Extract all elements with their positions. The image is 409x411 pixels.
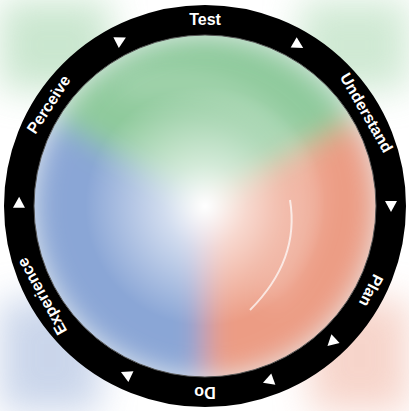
stage-label: Test (189, 11, 221, 29)
cycle-arrowhead (13, 32, 397, 388)
ring (19, 20, 391, 392)
stage-label: Do (194, 383, 215, 401)
